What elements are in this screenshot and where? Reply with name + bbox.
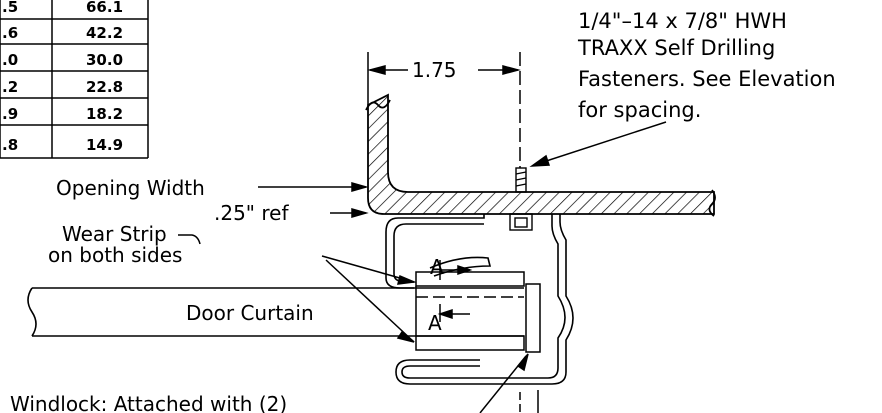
windlock-leader (479, 353, 539, 413)
section-label-bottom: A (428, 311, 442, 335)
fastener-note: 1/4"–14 x 7/8" HWH TRAXX Self Drilling F… (577, 9, 836, 122)
table-cell: .9 (2, 105, 18, 123)
table-cell: .2 (2, 78, 18, 96)
wear-strip-top (415, 271, 525, 287)
fastener-note-line: 1/4"–14 x 7/8" HWH (578, 9, 787, 33)
dimension-value: 1.75 (412, 58, 457, 82)
table-cell: 30.0 (86, 51, 123, 69)
door-curtain-label: Door Curtain (186, 301, 314, 325)
table-cell: .8 (2, 136, 18, 154)
opening-width-label: Opening Width (56, 176, 205, 200)
windlock-label: Windlock: Attached with (2) (10, 392, 287, 413)
dimension-1-75 (367, 52, 521, 168)
fastener-note-line: for spacing. (578, 98, 701, 122)
end-stop (525, 283, 541, 353)
table-cell: 66.1 (86, 0, 123, 16)
wear-strip-label: Wear Strip (62, 222, 167, 246)
ref-label: .25" ref (214, 201, 289, 225)
arrowhead (367, 65, 386, 75)
fastener-leader (529, 121, 667, 167)
table-cell: 18.2 (86, 105, 123, 123)
table-cell: 22.8 (86, 78, 123, 96)
guide-channel (385, 214, 574, 385)
door-curtain (27, 287, 524, 337)
arrowhead (502, 65, 521, 75)
table-cell: .6 (2, 24, 18, 42)
wear-strip-label-line2: on both sides (48, 243, 182, 267)
table-cell: 14.9 (86, 136, 123, 154)
table-cell: .0 (2, 51, 18, 69)
bolt-nut (509, 213, 533, 231)
opening-width-leader (258, 182, 369, 192)
fastener-note-line: TRAXX Self Drilling (577, 36, 775, 60)
wear-strip-bottom (415, 335, 525, 351)
value-table (0, 0, 149, 159)
table-cell: 42.2 (86, 24, 123, 42)
angle-bracket (365, 93, 716, 217)
section-label-top: A (430, 255, 444, 279)
fastener-screw (515, 167, 527, 193)
ref-leader (330, 208, 369, 218)
fastener-note-line: Fasteners. See Elevation (578, 67, 836, 91)
section-markers (437, 260, 473, 322)
wear-strip-leaders (178, 234, 417, 343)
table-cells: .5 66.1 .6 42.2 .0 30.0 .2 22.8 .9 18.2 … (2, 0, 123, 154)
table-cell: .5 (2, 0, 18, 16)
